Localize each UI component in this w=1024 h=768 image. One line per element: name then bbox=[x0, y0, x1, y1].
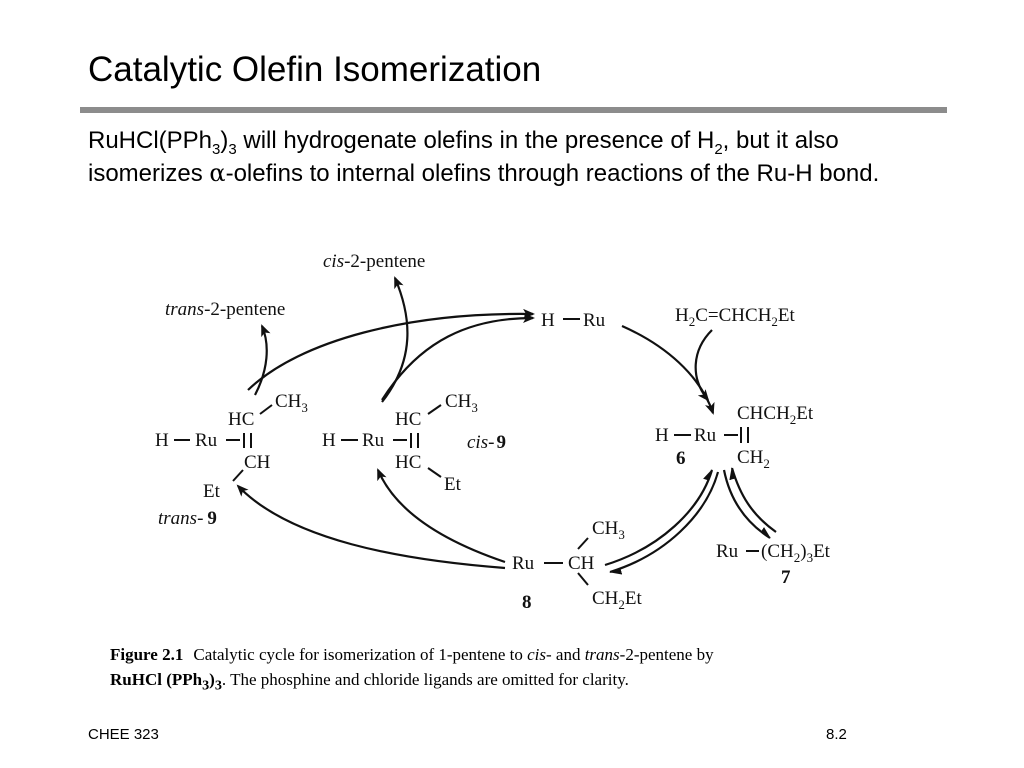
trans9-et: Et bbox=[203, 481, 221, 502]
trans-9-complex: H Ru HC CH3 CH Et trans-9 bbox=[155, 391, 308, 529]
cis9-ch3: CH3 bbox=[445, 391, 478, 415]
trans9-h: H bbox=[155, 430, 169, 451]
arrow-trans9-to-catalyst bbox=[247, 308, 535, 391]
cis9-hc-top: HC bbox=[395, 409, 421, 430]
catalyst-ru: Ru bbox=[583, 310, 606, 331]
intro-paragraph: RuHCl(PPh3)3 will hydrogenate olefins in… bbox=[88, 127, 880, 187]
c8-ch: CH bbox=[568, 553, 595, 574]
c7-ru: Ru bbox=[716, 541, 739, 562]
c8-label: 8 bbox=[522, 592, 532, 613]
trans-2-pentene-label: trans-2-pentene bbox=[165, 299, 285, 320]
c6-top-group: CHCH2Et bbox=[737, 403, 814, 427]
c7-chain: (CH2)3Et bbox=[761, 541, 831, 565]
figure-label: Figure 2.1 bbox=[110, 645, 184, 664]
arrow-to-cis-2-pentene bbox=[381, 276, 409, 403]
slide-title: Catalytic Olefin Isomerization bbox=[88, 50, 542, 89]
arrow-8-to-6 bbox=[604, 469, 714, 567]
pentene-substrate: H2C=CHCH2Et bbox=[675, 305, 796, 329]
c8-ch2et: CH2Et bbox=[592, 588, 643, 612]
alpha-symbol: α bbox=[209, 159, 226, 187]
footer-course: CHEE 323 bbox=[88, 726, 159, 743]
trans9-ch3: CH3 bbox=[275, 391, 308, 415]
c8-ch3: CH3 bbox=[592, 518, 625, 542]
c8-ru: Ru bbox=[512, 553, 535, 574]
cis9-hc-bottom: HC bbox=[395, 452, 421, 473]
c6-ru: Ru bbox=[694, 425, 717, 446]
arrow-substrate-in bbox=[694, 329, 713, 402]
cis-2-pentene-label: cis-2-pentene bbox=[323, 251, 425, 272]
cis9-ru: Ru bbox=[362, 430, 385, 451]
complex-7: Ru (CH2)3Et 7 bbox=[716, 541, 831, 588]
arrow-to-trans-2-pentene bbox=[254, 324, 271, 396]
trans9-label: trans-9 bbox=[158, 508, 217, 529]
trans9-ru: Ru bbox=[195, 430, 218, 451]
complex-6: H Ru CHCH2Et CH2 6 bbox=[655, 403, 814, 471]
catalyst-h: H bbox=[541, 310, 555, 331]
cis-9-complex: H Ru HC CH3 HC Et cis-9 bbox=[322, 391, 506, 495]
cis9-h: H bbox=[322, 430, 336, 451]
footer-page-number: 8.2 bbox=[826, 726, 847, 743]
c6-h: H bbox=[655, 425, 669, 446]
trans9-ch: CH bbox=[244, 452, 271, 473]
cis9-label: cis-9 bbox=[467, 432, 506, 453]
title-divider bbox=[80, 107, 947, 113]
c6-label: 6 bbox=[676, 448, 686, 469]
cis9-et: Et bbox=[444, 474, 462, 495]
arrow-8-to-trans9 bbox=[236, 484, 506, 570]
arrow-6-to-8 bbox=[609, 471, 720, 575]
arrow-catalyst-to-6 bbox=[621, 324, 715, 415]
trans9-hc: HC bbox=[228, 409, 254, 430]
arrow-8-to-cis9 bbox=[376, 468, 506, 564]
complex-8: Ru CH CH3 CH2Et 8 bbox=[512, 518, 643, 613]
arrow-6-to-7 bbox=[722, 469, 771, 539]
c6-bottom-group: CH2 bbox=[737, 447, 770, 471]
c7-label: 7 bbox=[781, 567, 791, 588]
arrow-7-to-6 bbox=[729, 467, 777, 533]
